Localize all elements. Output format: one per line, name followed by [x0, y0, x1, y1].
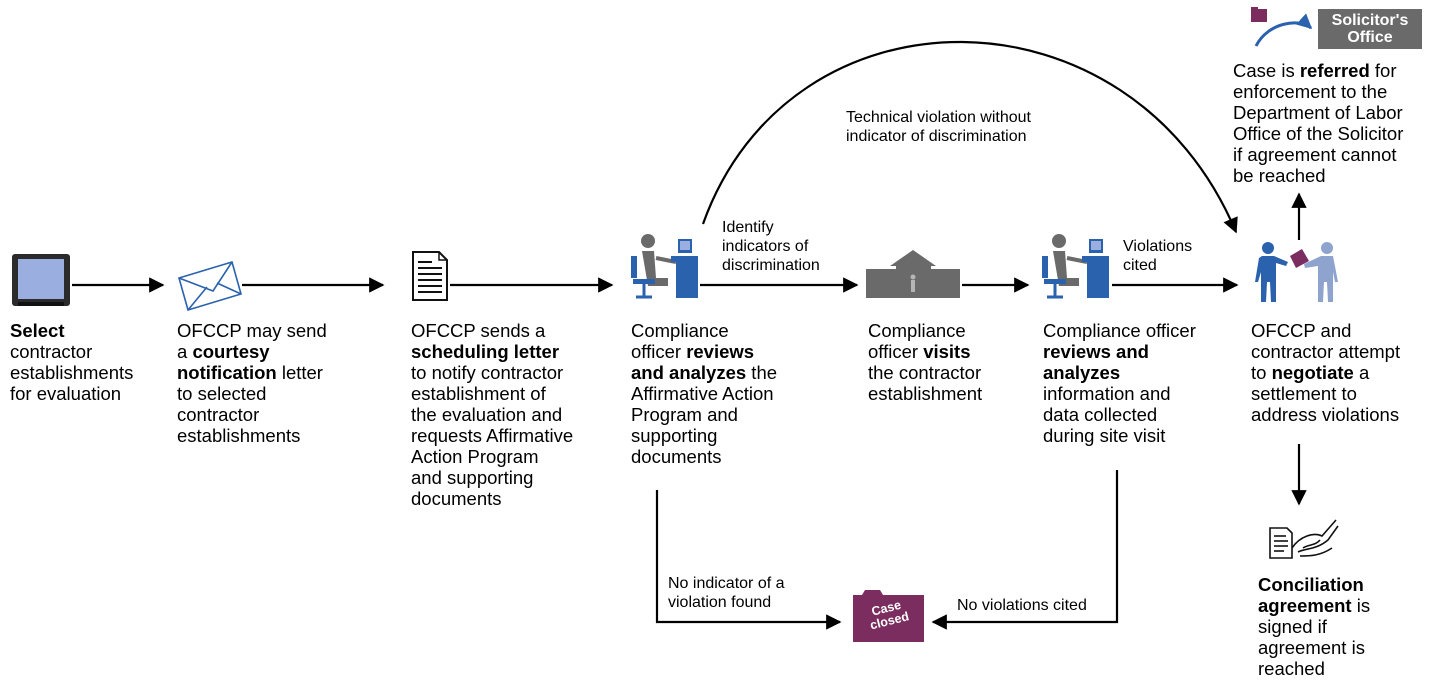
solicitors-office-box: Solicitor's Office	[1318, 9, 1422, 49]
step-text-segment: contractor	[10, 341, 93, 362]
step-text-segment: visits	[923, 341, 971, 362]
step-text-segment: if agreement cannot	[1233, 144, 1397, 165]
step-text-segment: a	[1353, 362, 1370, 383]
case-closed-folder-icon	[853, 590, 924, 642]
step-text-segment: during site visit	[1043, 425, 1166, 446]
step-text-segment: and analyzes	[631, 362, 747, 383]
step-text-segment: signed if	[1258, 616, 1327, 637]
step-text-segment: enforcement to the	[1233, 81, 1388, 102]
document-icon	[412, 251, 448, 301]
step-text-segment: reviews and	[1043, 341, 1149, 362]
officer-at-desk-icon	[1042, 234, 1109, 299]
step-text-segment: the contractor	[868, 362, 982, 383]
building-icon	[866, 250, 960, 298]
step-text-segment: Program and	[631, 404, 738, 425]
label-no-indicator: No indicator of a violation found	[668, 575, 785, 611]
step-text-segment: reviews	[686, 341, 755, 362]
referral-arrow-icon	[1254, 13, 1313, 47]
step-text-segment: the evaluation and	[411, 404, 563, 425]
step-text-segment: scheduling letter	[411, 341, 560, 362]
step-text-segment: courtesy	[192, 341, 270, 362]
arrow-no-violations	[931, 470, 1119, 630]
step-text-segment: Conciliation	[1258, 574, 1364, 595]
step-text-segment: to notify contractor	[411, 362, 564, 383]
step-text-segment: OFCCP may send	[177, 320, 327, 341]
step-text-segment: and supporting	[411, 467, 534, 488]
step-text-segment: be reached	[1233, 165, 1326, 186]
arrow-no-indicator	[655, 490, 842, 630]
step-text-segment: requests Affirmative	[411, 425, 574, 446]
step-text-segment: agreement	[1258, 595, 1352, 616]
step-text-segment: establishment	[868, 383, 983, 404]
step-text-segment: a	[177, 341, 193, 362]
step-text-segment: analyzes	[1043, 362, 1121, 383]
step-text-segment: documents	[411, 488, 502, 509]
flow-arrows	[72, 40, 1307, 630]
step-text-segment: Compliance	[631, 320, 729, 341]
monitor-icon	[12, 254, 70, 306]
step-text-segment: Select	[10, 320, 65, 341]
arrow-technical-violation	[701, 40, 1238, 234]
step-text-segment: address violations	[1251, 404, 1400, 425]
step-text-segment: OFCCP sends a	[411, 320, 546, 341]
step-text-segment: settlement to	[1251, 383, 1357, 404]
step-text-segment: notification	[177, 362, 277, 383]
step-text-segment: Compliance officer	[1043, 320, 1196, 341]
folder-icon	[1251, 7, 1267, 22]
step-text-segment: for evaluation	[10, 383, 122, 404]
step-text-segment: supporting	[631, 425, 718, 446]
step-text-segment: agreement is	[1258, 637, 1365, 658]
signing-icon	[1269, 519, 1339, 559]
step-text-segment: negotiate	[1271, 362, 1354, 383]
label-identify-indicators: Identify indicators of discrimination	[722, 219, 820, 274]
step-text-segment: information and	[1043, 383, 1171, 404]
officer-at-desk-icon	[631, 234, 698, 299]
step-text-segment: letter	[276, 362, 323, 383]
step-text-segment: Department of Labor	[1233, 102, 1403, 123]
label-violations-cited: Violations cited	[1123, 238, 1193, 274]
envelope-icon	[178, 260, 242, 312]
step-text-segment: for	[1369, 60, 1397, 81]
step-text-segment: to	[1251, 362, 1272, 383]
step-text-segment: officer	[631, 341, 687, 362]
step-text-segment: contractor attempt	[1251, 341, 1401, 362]
step-text-segment: establishments	[177, 425, 301, 446]
step-text-segment: contractor	[177, 404, 260, 425]
step-text-segment: OFCCP and	[1251, 320, 1352, 341]
step-text-segment: Affirmative Action	[631, 383, 774, 404]
step-text-segment: Case is	[1233, 60, 1300, 81]
step-text-segment: is	[1351, 595, 1371, 616]
step-text-segment: establishments	[10, 362, 134, 383]
handshake-icon	[1255, 242, 1338, 302]
step-text-segment: data collected	[1043, 404, 1158, 425]
step-text-segment: Compliance	[868, 320, 966, 341]
label-technical-violation: Technical violation without indicator of…	[846, 109, 1031, 145]
step-text-segment: Office of the Solicitor	[1233, 123, 1404, 144]
step-text-segment: to selected	[177, 383, 267, 404]
step-text-segment: documents	[631, 446, 722, 467]
step-text-segment: officer	[868, 341, 924, 362]
step-text-segment: establishment of	[411, 383, 546, 404]
step-text-segment: reached	[1258, 658, 1325, 679]
step-text-segment: referred	[1299, 60, 1370, 81]
step-text-segment: Action Program	[411, 446, 539, 467]
step-text-segment: the	[746, 362, 778, 383]
label-no-violations: No violations cited	[957, 597, 1087, 614]
